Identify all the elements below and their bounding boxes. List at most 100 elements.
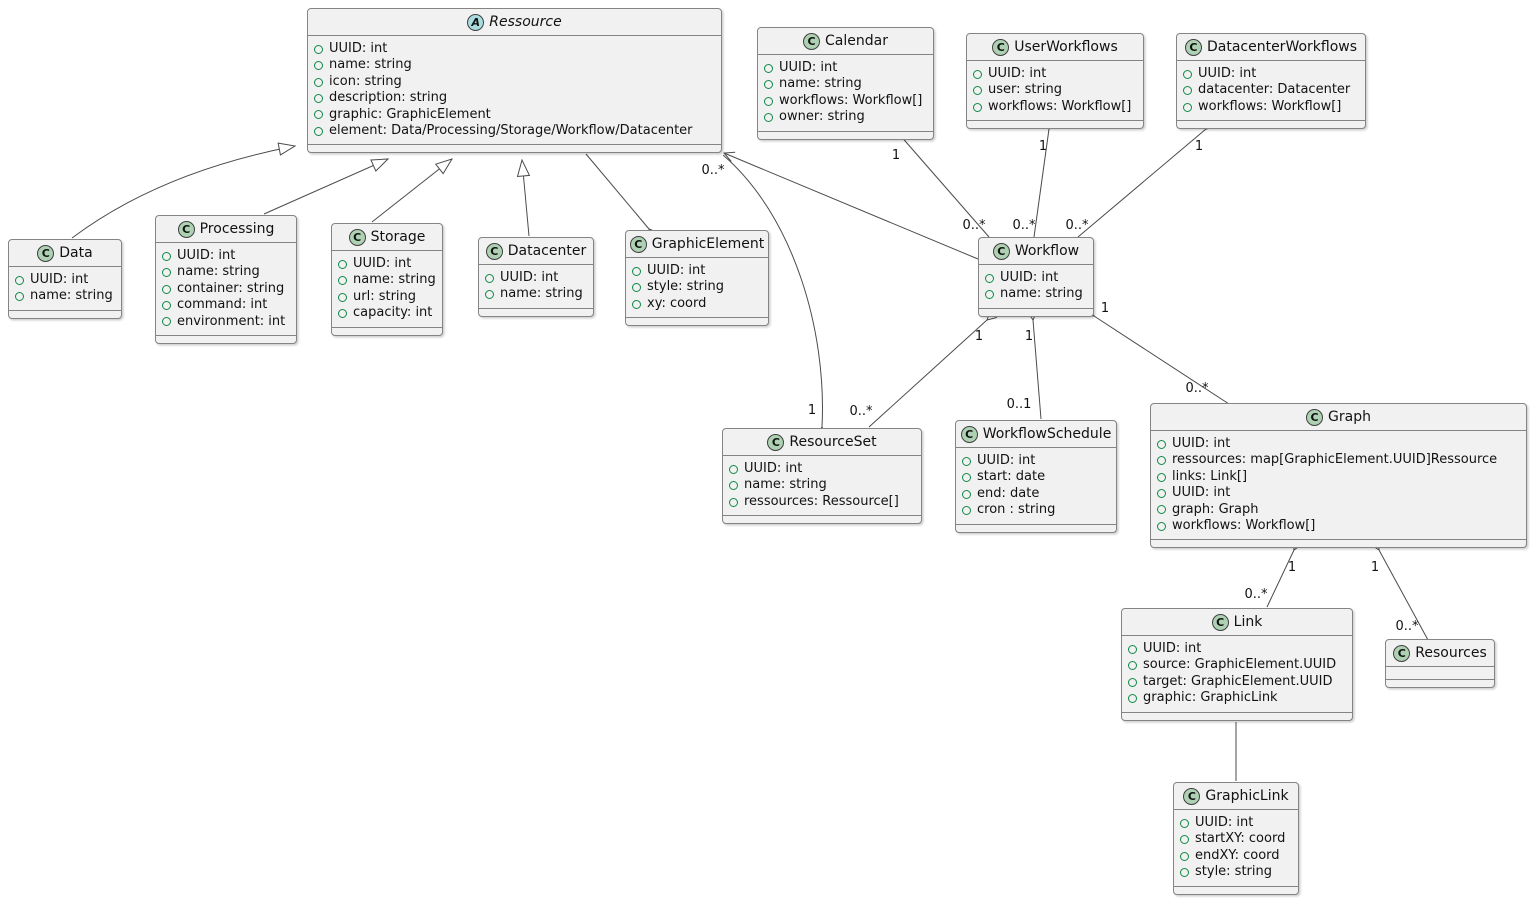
multiplicity-label: 0..* [1244, 587, 1268, 602]
attribute-row: UUID: int [1183, 66, 1359, 82]
multiplicity-label: 0..* [1185, 381, 1209, 396]
multiplicity-label: 0..* [1012, 218, 1036, 233]
attribute-row: UUID: int [15, 272, 115, 288]
class-icon: C [992, 242, 1010, 260]
attribute-row: description: string [314, 90, 715, 106]
attribute-text: workflows: Workflow[] [1198, 98, 1342, 114]
attribute-row: icon: string [314, 74, 715, 90]
class-header: C WorkflowSchedule [956, 421, 1116, 448]
multiplicity-label: 0..* [1395, 619, 1419, 634]
attribute-row: UUID: int [485, 270, 587, 286]
field-visibility-icon [1128, 677, 1137, 687]
methods-compartment [758, 130, 933, 139]
attribute-text: UUID: int [1195, 815, 1254, 830]
class-name: Processing [199, 221, 275, 237]
class-resources: C Resources [1385, 639, 1495, 688]
attribute-row: UUID: int [729, 461, 915, 477]
multiplicity-label: 1 [1101, 301, 1109, 316]
multiplicity-label: 0..* [1065, 218, 1089, 233]
attribute-row: url: string [338, 289, 436, 305]
attribute-row: capacity: int [338, 305, 436, 321]
attribute-row: endXY: coord [1180, 848, 1292, 864]
field-visibility-icon [985, 290, 994, 300]
attribute-list [1386, 667, 1494, 679]
attribute-row: UUID: int [314, 41, 715, 57]
edge-workflow-graph-aggregation [1094, 316, 1230, 405]
attribute-text: ressources: map[GraphicElement.UUID]Ress… [1172, 452, 1498, 468]
attribute-text: name: string [744, 477, 827, 493]
field-visibility-icon [314, 110, 323, 120]
attribute-row: links: Link[] [1157, 469, 1520, 485]
class-name: Ressource [489, 14, 562, 30]
multiplicity-label: 0..1 [1007, 397, 1032, 412]
methods-compartment [979, 307, 1093, 316]
attribute-text: graph: Graph [1172, 501, 1259, 517]
class-header: C GraphicLink [1174, 783, 1298, 810]
attribute-text: name: string [177, 264, 260, 280]
attribute-row: UUID: int [632, 263, 762, 279]
attribute-text: end: date [977, 485, 1040, 501]
attribute-text: name: string [329, 57, 412, 73]
abstract-class-icon: A [467, 13, 485, 31]
attribute-text: graphic: GraphicLink [1143, 690, 1278, 706]
class-icon: C [1393, 644, 1411, 662]
multiplicity-label: 1 [808, 403, 816, 418]
attribute-row: name: string [162, 264, 290, 280]
class-name: ResourceSet [789, 434, 877, 450]
class-header: C Datacenter [479, 238, 593, 265]
attribute-text: icon: string [329, 73, 402, 89]
field-visibility-icon [1157, 456, 1166, 466]
class-name: Calendar [825, 33, 888, 49]
attribute-row: UUID: int [162, 248, 290, 264]
field-visibility-icon [162, 251, 171, 261]
attribute-text: container: string [177, 280, 285, 296]
methods-compartment [626, 317, 768, 325]
field-visibility-icon [1157, 472, 1166, 482]
attribute-row: name: string [15, 288, 115, 304]
class-name: GraphicLink [1205, 788, 1289, 804]
attribute-text: xy: coord [647, 295, 707, 311]
attribute-text: UUID: int [1198, 66, 1257, 81]
multiplicity-label: 1 [1039, 139, 1047, 154]
multiplicity-label: 1 [1371, 560, 1379, 575]
attribute-text: endXY: coord [1195, 847, 1280, 863]
class-name: Storage [370, 229, 426, 245]
attribute-row: name: string [764, 76, 927, 92]
attribute-row: workflows: Workflow[] [1183, 99, 1359, 115]
methods-compartment [308, 144, 721, 152]
class-icon: C [1211, 613, 1229, 631]
attribute-text: UUID: int [1172, 485, 1231, 501]
attribute-text: links: Link[] [1172, 468, 1248, 484]
field-visibility-icon [1157, 488, 1166, 498]
class-icon: C [37, 244, 55, 262]
class-name: Link [1233, 614, 1263, 630]
multiplicity-label: 1 [892, 148, 900, 163]
field-visibility-icon [1183, 86, 1192, 96]
attribute-text: startXY: coord [1195, 831, 1286, 847]
attribute-text: owner: string [779, 109, 865, 125]
field-visibility-icon [1128, 661, 1137, 671]
field-visibility-icon [962, 489, 971, 499]
attribute-text: ressources: Ressource[] [744, 493, 899, 509]
class-header: C Calendar [758, 28, 933, 55]
methods-compartment [1386, 679, 1494, 687]
methods-compartment [1174, 885, 1298, 894]
multiplicity-label: 0..* [849, 404, 873, 419]
class-header: C Resources [1386, 640, 1494, 667]
methods-compartment [332, 326, 442, 335]
attribute-row: workflows: Workflow[] [764, 93, 927, 109]
class-icon: C [1183, 787, 1201, 805]
attribute-text: workflows: Workflow[] [1172, 518, 1316, 534]
class-name: Data [59, 245, 93, 261]
field-visibility-icon [314, 44, 323, 54]
